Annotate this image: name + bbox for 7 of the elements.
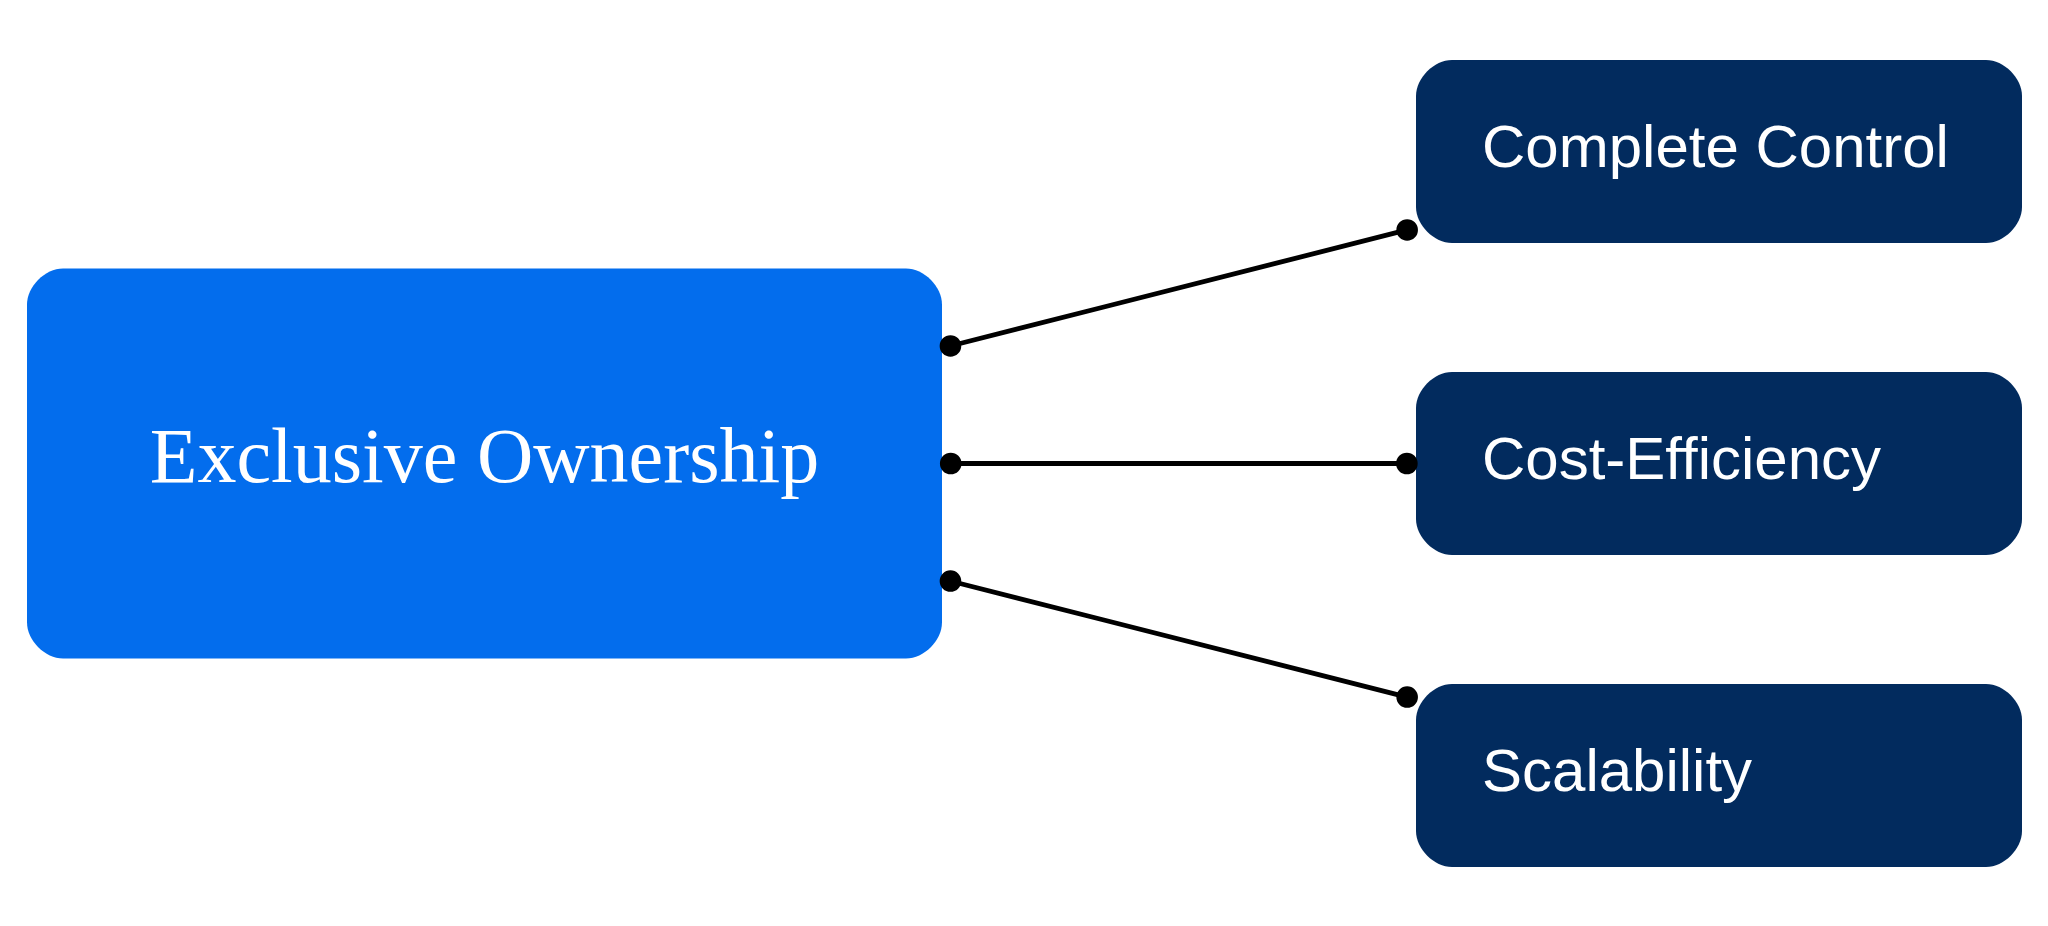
node-box: Scalability <box>1415 683 2022 867</box>
connector <box>939 569 1418 708</box>
node-box: Exclusive Ownership <box>26 268 942 658</box>
node-box: Cost-Efficiency <box>1415 371 2022 555</box>
connector <box>939 218 1418 357</box>
connector <box>939 452 1418 474</box>
node-box: Complete Control <box>1415 59 2022 243</box>
